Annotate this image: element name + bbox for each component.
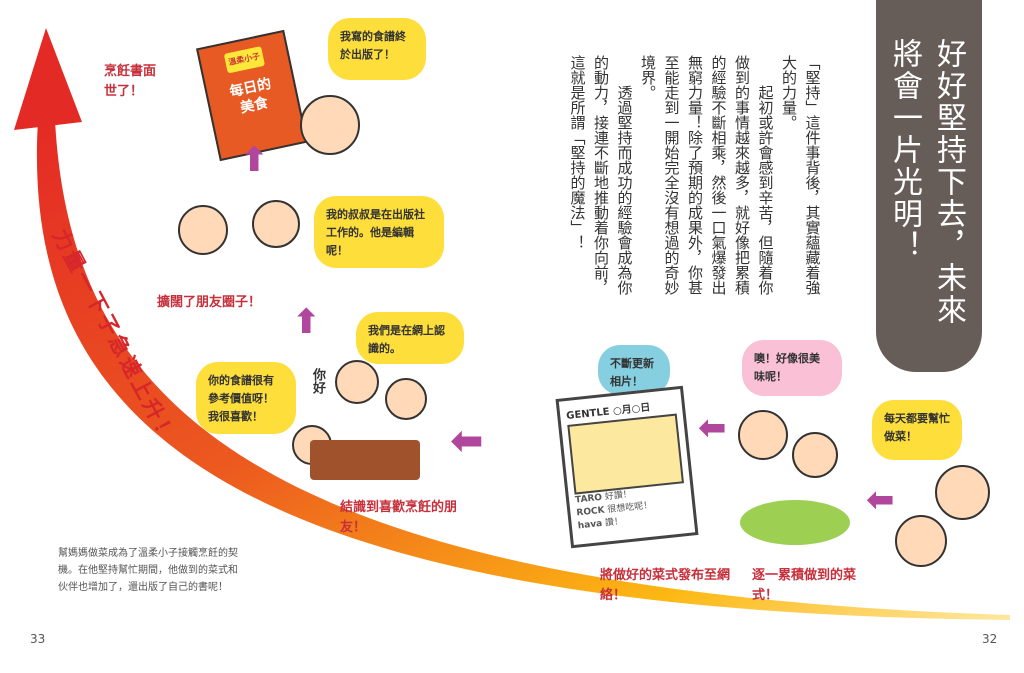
label-accumulate: 逐一累積做到的菜式！ — [752, 568, 857, 603]
up-arrow-icon: ⬆ — [292, 302, 321, 342]
label-book-out: 烹飪書面世了！ — [104, 64, 157, 99]
page-number-right: 32 — [982, 632, 998, 646]
paragraph-1: 「堅持」這件事背後，其實蘊藏着強大的力量。 — [780, 55, 822, 295]
character-boy — [178, 205, 228, 255]
comment-user: hava — [577, 518, 603, 532]
character-boy — [385, 378, 427, 420]
hello-text: 你好 — [310, 368, 325, 394]
book-subtitle: 溫柔小子 — [223, 46, 266, 74]
speech-bubble-published: 我寫的食譜終於出版了！ — [328, 18, 426, 80]
character-boy — [792, 432, 838, 478]
headline-line-2: 將會一片光明！ — [887, 38, 922, 262]
character-mother — [935, 465, 990, 520]
left-arrow-icon: ⬅ — [866, 480, 895, 520]
character-mother — [738, 410, 788, 460]
headline-line-1: 好好堅持下去，未來 — [931, 38, 966, 326]
comment-text: 很想吃呢！ — [606, 500, 653, 516]
table-illustration — [310, 440, 420, 480]
page-number-left: 33 — [30, 632, 46, 646]
comment-user: TARO — [574, 492, 603, 506]
author-character — [300, 95, 360, 155]
paragraph-3: 透過堅持而成功的經驗會成為你的動力，接連不斷地推動着你向前，這就是所謂「堅持的魔… — [568, 55, 634, 295]
left-arrow-icon: ⬅ — [450, 418, 484, 464]
character-girl — [335, 360, 379, 404]
paragraph-2: 起初或許會感到辛苦，但隨着你做到的事情越來越多，就好像把累積的經驗不斷相乘，然後… — [639, 55, 775, 295]
headline: 好好堅持下去，未來 將會一片光明！ — [876, 0, 982, 372]
left-arrow-icon: ⬅ — [698, 408, 727, 448]
speech-bubble-met-online: 我們是在網上認識的。 — [356, 312, 464, 364]
comment-text: 讚！ — [604, 516, 624, 529]
body-text: 「堅持」這件事背後，其實蘊藏着強大的力量。 起初或許會感到辛苦，但隨着你做到的事… — [565, 55, 824, 295]
social-post-card: GENTLE ○月○日 TARO 好讚！ ROCK 很想吃呢！ hava 讚！ — [555, 385, 699, 549]
caption: 幫媽媽做菜成為了溫柔小子接觸烹飪的契機。在他堅持幫忙期間，他做到的菜式和伙伴也增… — [58, 548, 238, 593]
up-arrow-icon: ⬆ — [240, 140, 269, 180]
character-boy — [895, 515, 947, 567]
speech-bubble-help-daily: 每天都要幫忙做菜！ — [872, 400, 962, 460]
label-friends: 結識到喜歡烹飪的朋友！ — [340, 500, 458, 535]
post-photo — [567, 413, 684, 495]
speech-bubble-useful: 你的食譜很有參考價值呀！我很喜歡！ — [196, 362, 296, 434]
speech-bubble-delicious: 噢！好像很美味呢！ — [742, 340, 842, 396]
character-friend — [252, 200, 300, 248]
label-post-online: 將做好的菜式發布至網絡！ — [600, 568, 731, 603]
comment-user: ROCK — [576, 505, 606, 519]
dish-illustration — [740, 500, 850, 545]
label-widen-circle: 擴闊了朋友圈子！ — [157, 295, 262, 310]
speech-bubble-uncle: 我的叔叔是在出版社工作的。他是編輯呢！ — [314, 196, 444, 268]
book-title: 每日的美食 — [228, 75, 273, 117]
comment-text: 好讚！ — [604, 489, 633, 503]
speech-bubble-update-photos: 不斷更新相片！ — [598, 345, 670, 395]
